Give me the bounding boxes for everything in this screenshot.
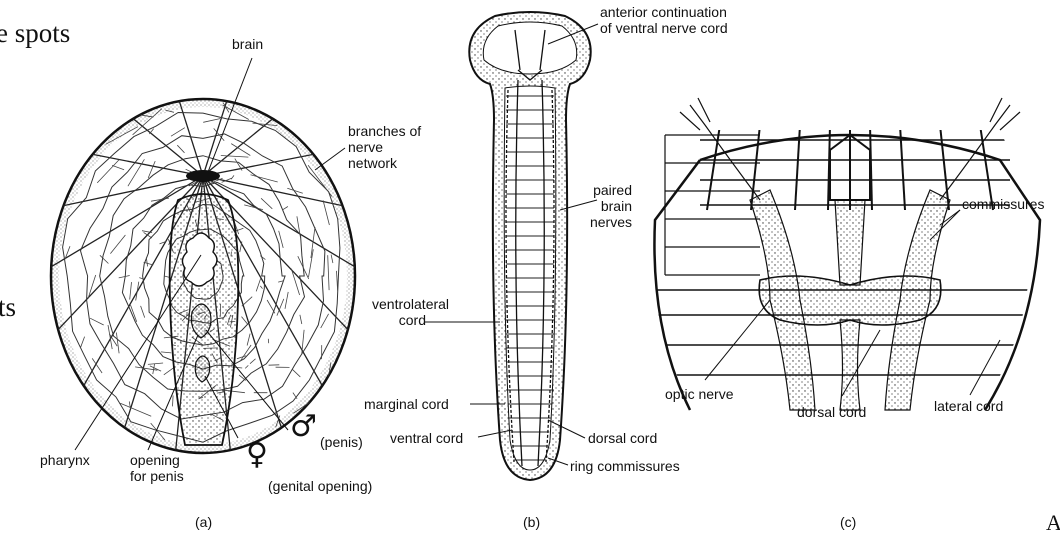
label-pharynx: pharynx: [40, 452, 90, 468]
label-dorsal-cord-b: dorsal cord: [588, 430, 657, 446]
panel-b-drawing: [425, 12, 598, 480]
slide-text-mid-fragment: ts: [0, 292, 16, 322]
caption-c: (c): [840, 514, 856, 530]
label-ventral-cord: ventral cord: [390, 430, 463, 446]
label-dorsal-cord-c: dorsal cord: [797, 404, 866, 420]
panel-c-drawing: [650, 98, 1040, 410]
label-genital-opening: (genital opening): [268, 478, 372, 494]
caption-b: (b): [523, 514, 540, 530]
label-ventrolateral-cord: ventrolateral cord: [372, 296, 426, 328]
label-ring-commissures: ring commissures: [570, 458, 680, 474]
central-trunk: [835, 200, 865, 285]
label-branches-of-nerve-network: branches of nerve network: [348, 123, 421, 171]
label-commissures: commissures: [962, 196, 1044, 212]
female-symbol: ♀: [246, 440, 268, 470]
brain-mark: [186, 170, 220, 182]
male-symbol: ♂: [290, 412, 317, 442]
label-opening-for-penis: opening for penis: [130, 452, 184, 484]
label-brain: brain: [232, 36, 263, 52]
label-lateral-cord: lateral cord: [934, 398, 1003, 414]
nemertean-head-inner: [483, 22, 576, 74]
label-anterior-continuation: anterior continuation of ventral nerve c…: [600, 4, 728, 36]
label-optic-nerve: optic nerve: [665, 386, 733, 402]
caption-a: (a): [195, 514, 212, 530]
pharynx: [182, 233, 217, 286]
slide-text-top-fragment: e spots: [0, 18, 70, 48]
panel-a-drawing: [36, 58, 370, 468]
label-marginal-cord: marginal cord: [364, 396, 449, 412]
label-penis: (penis): [320, 434, 363, 450]
label-paired-brain-nerves: paired brain nerves: [572, 182, 632, 230]
dorsal-cord-branch: [840, 320, 860, 410]
